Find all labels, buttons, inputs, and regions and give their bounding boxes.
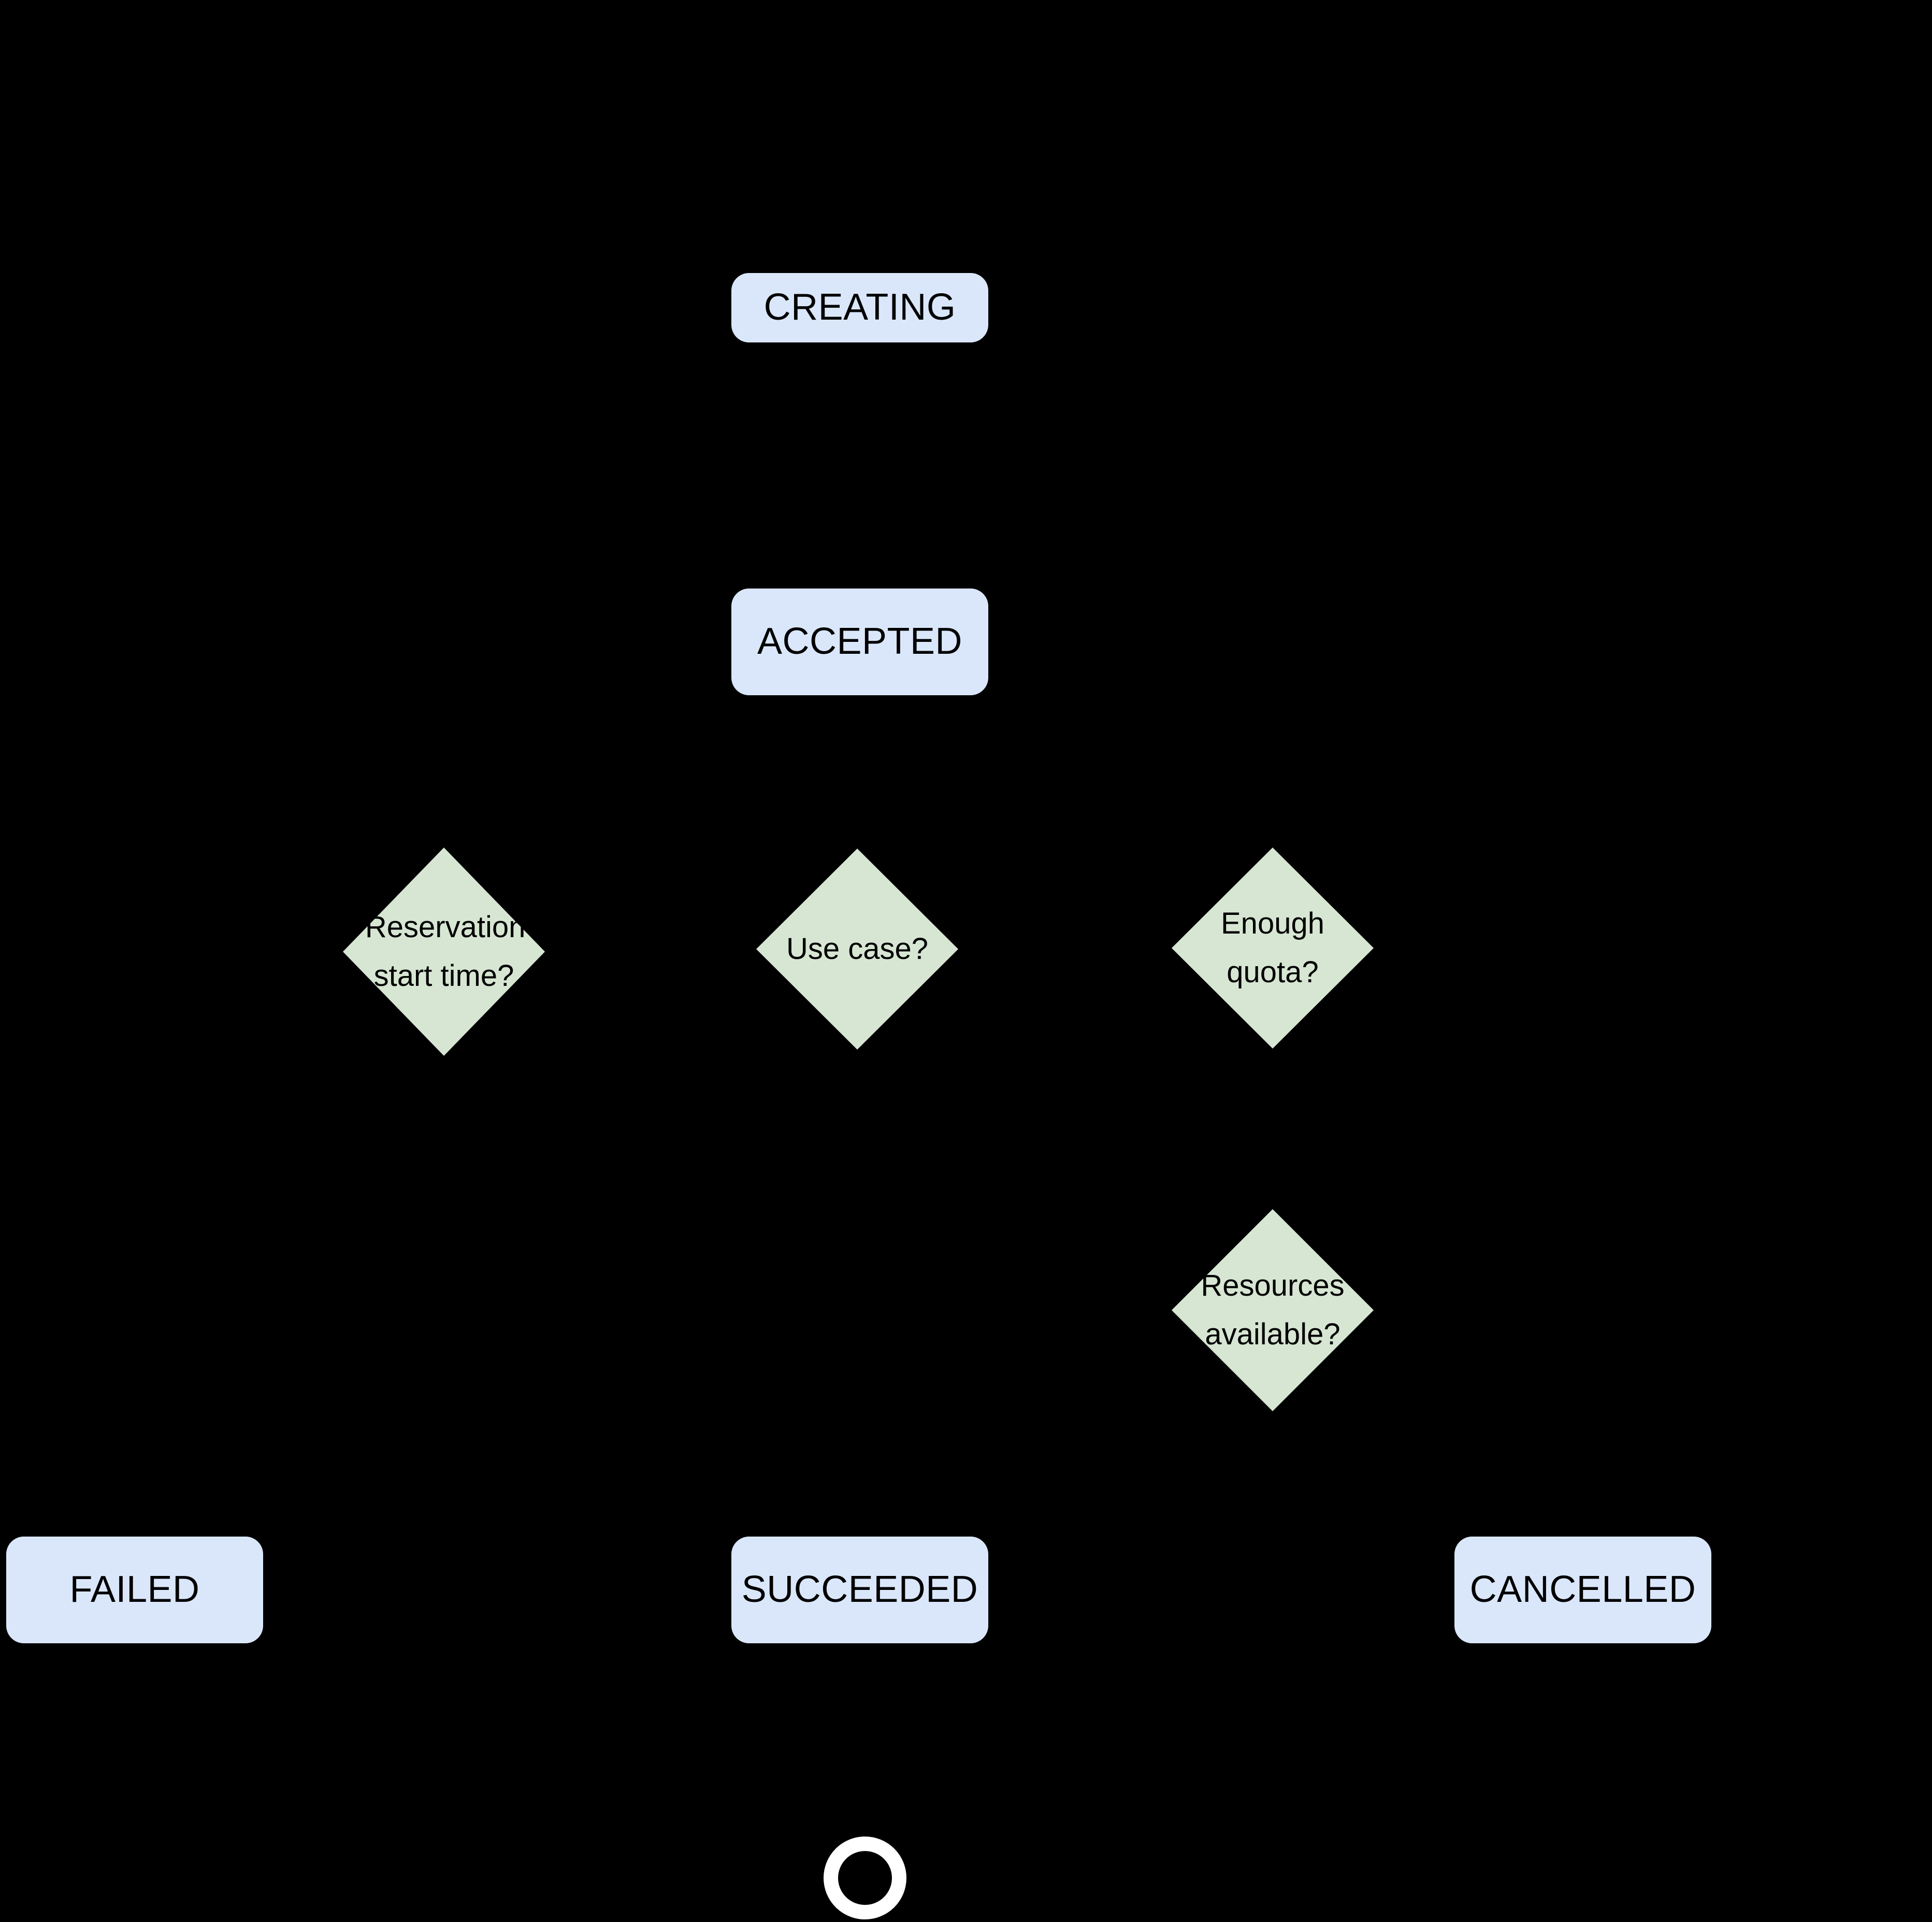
decision-node-use-case[interactable]: Use case? bbox=[756, 849, 958, 1050]
decision-node-resources-available[interactable]: Resources available? bbox=[1172, 1209, 1374, 1411]
state-label-failed: FAILED bbox=[69, 1569, 200, 1611]
state-label-accepted: ACCEPTED bbox=[757, 621, 963, 663]
state-node-cancelled[interactable]: CANCELLED bbox=[1454, 1537, 1711, 1643]
state-label-creating: CREATING bbox=[763, 286, 956, 328]
decision-node-enough-quota[interactable]: Enough quota? bbox=[1172, 848, 1374, 1049]
state-node-succeeded[interactable]: SUCCEEDED bbox=[731, 1537, 988, 1643]
edge-reservation-start-time-to-failed bbox=[129, 1054, 444, 1537]
edge-accepted-to-reservation-start-time bbox=[442, 693, 860, 848]
decision-label-use-case: Use case? bbox=[786, 932, 929, 966]
state-node-accepted[interactable]: ACCEPTED bbox=[731, 589, 988, 695]
edge-resources-available-to-cancelled bbox=[1272, 1408, 1585, 1537]
state-node-failed[interactable]: FAILED bbox=[6, 1537, 263, 1643]
state-label-succeeded: SUCCEEDED bbox=[741, 1569, 978, 1611]
state-label-cancelled: CANCELLED bbox=[1469, 1569, 1696, 1611]
decision-label-reservation-start-time: Reservation start time? bbox=[365, 910, 526, 993]
state-node-creating[interactable]: CREATING bbox=[731, 273, 988, 342]
decision-node-reservation-start-time[interactable]: Reservation start time? bbox=[343, 848, 545, 1056]
edge-accepted-to-enough-quota bbox=[860, 693, 1274, 848]
decision-label-enough-quota: Enough quota? bbox=[1221, 907, 1324, 989]
terminal-end-node-icon[interactable] bbox=[824, 1837, 906, 1919]
decision-label-resources-available: Resources available? bbox=[1201, 1269, 1345, 1351]
